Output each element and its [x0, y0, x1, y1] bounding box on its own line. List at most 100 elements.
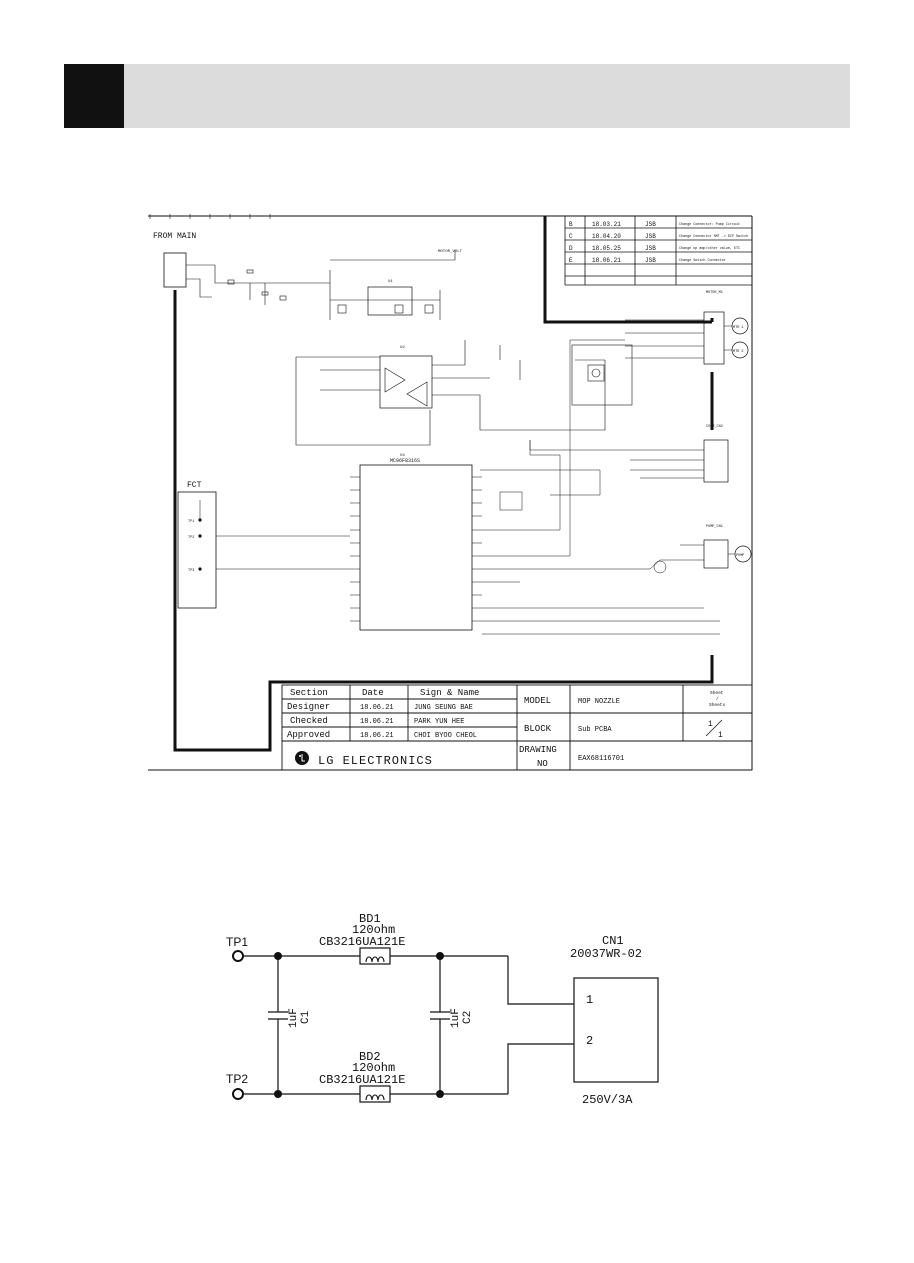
rev-by: JSB: [645, 221, 656, 228]
fct-block: [177, 491, 217, 609]
motor-2-symbol: [731, 341, 749, 359]
approved-date: 18.06.21: [360, 732, 394, 740]
fct-label: FCT: [187, 481, 202, 490]
checked-label: Checked: [290, 716, 328, 726]
block-value: Sub PCBA: [578, 726, 612, 734]
cn1-part: 20037WR-02: [570, 947, 642, 961]
model-value: MOP NOZZLE: [578, 698, 620, 706]
rev-date: 18.05.25: [592, 245, 621, 252]
rev-note: Change Connector SMT -> DIP Switch: [679, 234, 748, 239]
sheet-number: 1: [708, 720, 713, 729]
bd1-ohm: 120ohm: [352, 923, 395, 937]
sheet-slash: /: [716, 696, 719, 702]
revision-rows: B 18.03.21 JSB Change Connector: Pump Ci…: [569, 221, 748, 264]
rev-by: JSB: [645, 245, 656, 252]
bd1-label: BD1: [359, 912, 381, 926]
checked-name: PARK YUN HEE: [414, 718, 464, 726]
designer-label: Designer: [287, 702, 330, 712]
mcu-pins: [350, 340, 720, 635]
mcu-ic: [359, 464, 473, 631]
main-connector: [163, 252, 187, 288]
cn1-rating: 250V/3A: [582, 1093, 633, 1107]
sheets-label: Sheets: [709, 702, 726, 708]
power-input-traces: [186, 250, 456, 320]
designer-date: 18.06.21: [360, 704, 394, 712]
bd2-ohm: 120ohm: [352, 1061, 395, 1075]
rev-note: Change Switch Connector: [679, 258, 726, 263]
checked-date: 18.06.21: [360, 718, 394, 726]
lower-labels: TP1 TP2 BD1 120ohm CB3216UA121E BD2 120o…: [226, 912, 642, 1107]
designer-name: JUNG SEUNG BAE: [414, 704, 473, 712]
rev-note: Change Connector: Pump Circuit: [679, 222, 740, 227]
rev-date: 18.04.20: [592, 233, 621, 240]
lower-circuit: [244, 947, 659, 1103]
rev-by: JSB: [645, 257, 656, 264]
rev-by: JSB: [645, 233, 656, 240]
model-label: MODEL: [524, 696, 551, 706]
pump-connector-label: PUMP_CN1: [706, 525, 723, 529]
cn1-pin1: 1: [586, 993, 593, 1007]
bd2-part: CB3216UA121E: [319, 1073, 405, 1087]
fct-tp3: TP3: [188, 569, 194, 573]
sheet-label: Sheet: [710, 690, 724, 696]
title-block-grid: [281, 684, 753, 771]
rev-date: 18.06.21: [592, 257, 621, 264]
motor-volt-label: MOTOR_VOLT: [438, 250, 463, 254]
cn1-label: CN1: [602, 934, 624, 948]
regulator-u1: [367, 286, 413, 316]
c1-ref: C1: [300, 1010, 312, 1024]
drawing-no-label: NO: [537, 759, 548, 769]
small-components: [227, 269, 434, 314]
drawing-label: DRAWING: [519, 745, 557, 755]
tp2-label: TP2: [226, 1072, 248, 1086]
rev-letter: E: [569, 257, 573, 264]
hdr-section: Section: [290, 688, 328, 698]
mcu-u4-label: U4: [400, 454, 405, 458]
lg-logo: [295, 751, 309, 765]
tp1-label: TP1: [226, 935, 248, 949]
header-block: [64, 64, 124, 128]
motor-connector-label: MOTOR_M1: [706, 291, 723, 295]
opamp-traces: [295, 339, 625, 446]
u2-label: U2: [400, 346, 405, 350]
c2-value: 1uF: [450, 1008, 462, 1028]
motor-1-label: MTR 1: [733, 326, 744, 330]
rev-letter: B: [569, 221, 573, 228]
hdr-date: Date: [362, 688, 384, 698]
schematic-frame: [148, 214, 753, 771]
revision-table: [564, 216, 752, 286]
header-bar: [64, 64, 850, 128]
comm-connector: [703, 439, 729, 483]
block-label: BLOCK: [524, 724, 552, 734]
motor-connector: [703, 311, 725, 365]
rev-date: 18.03.21: [592, 221, 621, 228]
motor-2-label: MTR 2: [733, 350, 744, 354]
approved-name: CHOI BYOO CHEOL: [414, 732, 477, 740]
fct-tp2: TP2: [188, 536, 194, 540]
cn1-pin2: 2: [586, 1034, 593, 1048]
pump-label: PUMP: [736, 554, 744, 558]
title-block-text: Section Date Sign & Name Designer 18.06.…: [287, 688, 726, 769]
transistor-module: [571, 344, 633, 406]
opamp-u2: [379, 355, 433, 409]
from-main-label: FROM MAIN: [153, 232, 196, 241]
approved-label: Approved: [287, 730, 330, 740]
u1-label: U1: [388, 280, 393, 284]
rev-note: Change op amp/other value, ETC: [679, 246, 740, 251]
test-points: [232, 950, 244, 1100]
c1-value: 1uF: [288, 1008, 300, 1028]
mcu-part-label: MC96F8316S: [390, 458, 420, 464]
hdr-sign: Sign & Name: [420, 688, 479, 698]
comm-connector-label: COMM_CN2: [706, 425, 723, 429]
company-name: LG ELECTRONICS: [318, 754, 433, 768]
sheet-total: 1: [718, 731, 723, 740]
bd1-part: CB3216UA121E: [319, 935, 405, 949]
rev-letter: C: [569, 233, 573, 240]
c2-ref: C2: [462, 1011, 474, 1024]
pump-connector: [703, 539, 729, 569]
rev-letter: D: [569, 245, 573, 252]
fct-tp1: TP1: [188, 520, 194, 524]
junction-dots: [274, 952, 444, 1098]
bead-coils: [365, 956, 385, 1101]
